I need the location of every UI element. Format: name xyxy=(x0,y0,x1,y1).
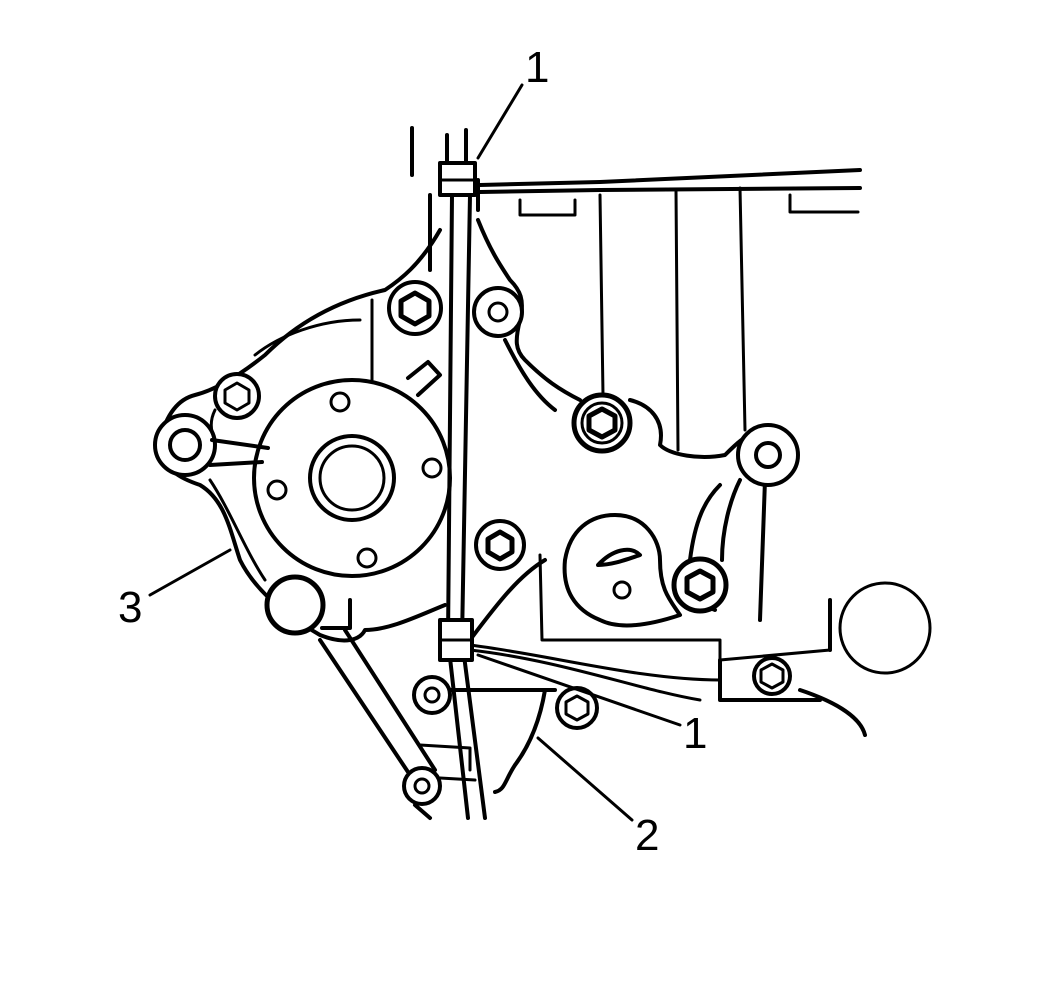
leader-1-top xyxy=(476,83,524,160)
engine-block xyxy=(476,168,932,737)
straightedge-gauge xyxy=(410,126,487,820)
callouts: 1 1 2 3 xyxy=(118,43,707,860)
leader-3 xyxy=(148,548,232,597)
callout-2: 2 xyxy=(635,811,659,860)
leader-1-bottom xyxy=(476,653,682,727)
callout-1-bottom: 1 xyxy=(683,709,707,758)
pump-cover-plate xyxy=(387,218,800,628)
callout-3: 3 xyxy=(118,583,142,632)
callout-leaders xyxy=(148,83,682,822)
lower-housing xyxy=(318,558,722,820)
oil-pump-housing xyxy=(153,228,452,643)
callout-1-top: 1 xyxy=(525,43,549,92)
leader-2 xyxy=(536,736,634,822)
